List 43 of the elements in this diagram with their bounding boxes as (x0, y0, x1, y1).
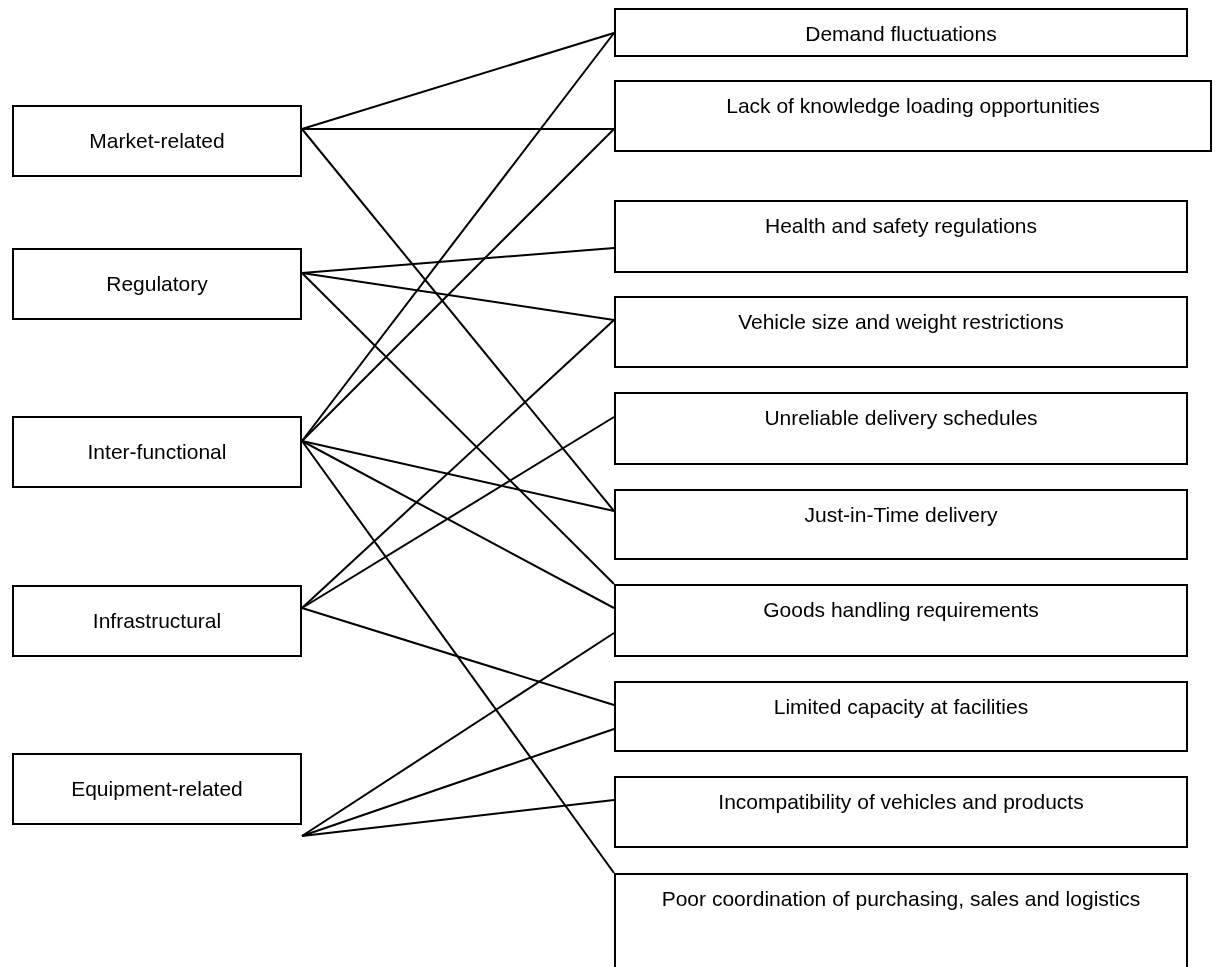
factor-box (614, 392, 1188, 465)
box-label: Lack of knowledge loading opportunities (726, 93, 1100, 119)
box-label: Limited capacity at facilities (773, 694, 1029, 720)
box-label: Market-related (89, 127, 225, 154)
box-label: Health and safety regulations (765, 213, 1037, 239)
factor-box (614, 584, 1188, 657)
connector-line (301, 128, 615, 512)
factor-box (614, 489, 1188, 560)
connector-line (301, 799, 615, 837)
connector-line (301, 440, 615, 512)
connector-line (301, 128, 615, 130)
factor-box (614, 200, 1188, 273)
box-label: Inter-functional (87, 438, 227, 465)
category-box (12, 753, 302, 825)
factor-box (614, 296, 1188, 368)
box-label: Just-in-Time delivery (804, 502, 998, 528)
connector-line (301, 272, 615, 321)
box-label: Infrastructural (92, 607, 222, 634)
box-label: Incompatibility of vehicles and products (718, 789, 1084, 815)
factor-box (614, 8, 1188, 57)
connector-line (301, 32, 615, 130)
connector-line (301, 632, 615, 837)
box-label: Poor coordination of purchasing, sales and logistics (661, 886, 1141, 912)
box-label: Regulatory (106, 270, 208, 297)
box-label: Demand fluctuations (805, 21, 997, 47)
connector-line (301, 128, 615, 442)
category-box (12, 416, 302, 488)
connector-line (301, 319, 615, 609)
factor-box (614, 80, 1212, 152)
connector-line (301, 272, 615, 585)
connector-line (301, 728, 615, 837)
category-box (12, 105, 302, 177)
connector-line (301, 607, 615, 706)
factor-box (614, 873, 1188, 967)
box-label: Goods handling requirements (763, 597, 1039, 623)
category-box (12, 585, 302, 657)
category-box (12, 248, 302, 320)
box-label: Equipment-related (71, 775, 243, 802)
factor-box (614, 681, 1188, 752)
box-label: Unreliable delivery schedules (764, 405, 1038, 431)
box-label: Vehicle size and weight restrictions (738, 309, 1064, 335)
connector-line (301, 440, 615, 874)
factor-box (614, 776, 1188, 848)
